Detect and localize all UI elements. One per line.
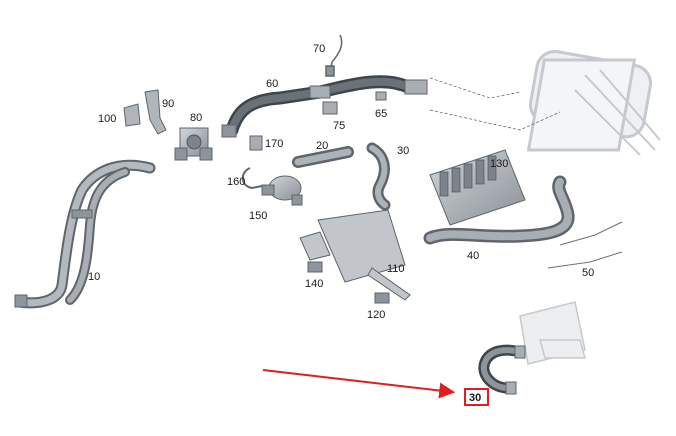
part-65 [375, 91, 387, 101]
hose-30-lower [478, 344, 526, 395]
label-75: 75 [333, 120, 345, 132]
pointer-arrow [262, 369, 456, 399]
bolt-140 [307, 261, 323, 273]
part-170 [249, 135, 263, 151]
label-20: 20 [316, 140, 328, 152]
label-160: 160 [227, 176, 245, 188]
label-130: 130 [490, 158, 508, 170]
hose-20 [292, 146, 354, 168]
highlight-box [464, 388, 489, 406]
bracket-100 [123, 103, 141, 127]
label-70: 70 [313, 43, 325, 55]
label-30-highlighted: 30 [469, 392, 481, 404]
label-90: 90 [162, 98, 174, 110]
guide-lines [429, 77, 561, 131]
label-50: 50 [582, 267, 594, 279]
module-130 [429, 149, 526, 226]
pump-150 [261, 175, 303, 206]
pump-80 [174, 127, 213, 161]
cooler-faded [519, 301, 586, 365]
bolt-120 [374, 292, 390, 304]
label-10: 10 [88, 271, 100, 283]
hose-60 [221, 75, 428, 138]
label-30: 30 [397, 145, 409, 157]
clamp-160 [241, 167, 263, 190]
label-120: 120 [367, 309, 385, 321]
radiator-faded [526, 50, 661, 156]
hose-10 [14, 159, 156, 309]
bracket-90 [144, 89, 167, 135]
bracket-110 [299, 209, 411, 301]
part-75 [322, 101, 338, 115]
label-150: 150 [249, 210, 267, 222]
hose-30-upper [366, 142, 391, 211]
label-80: 80 [190, 112, 202, 124]
hose-40 [423, 175, 575, 245]
label-100: 100 [98, 113, 116, 125]
label-40: 40 [467, 250, 479, 262]
label-65: 65 [375, 108, 387, 120]
line-50 [547, 221, 623, 269]
label-170: 170 [265, 138, 283, 150]
label-110: 110 [387, 263, 405, 275]
sensor-70 [325, 34, 343, 77]
label-140: 140 [305, 278, 323, 290]
label-60: 60 [266, 78, 278, 90]
